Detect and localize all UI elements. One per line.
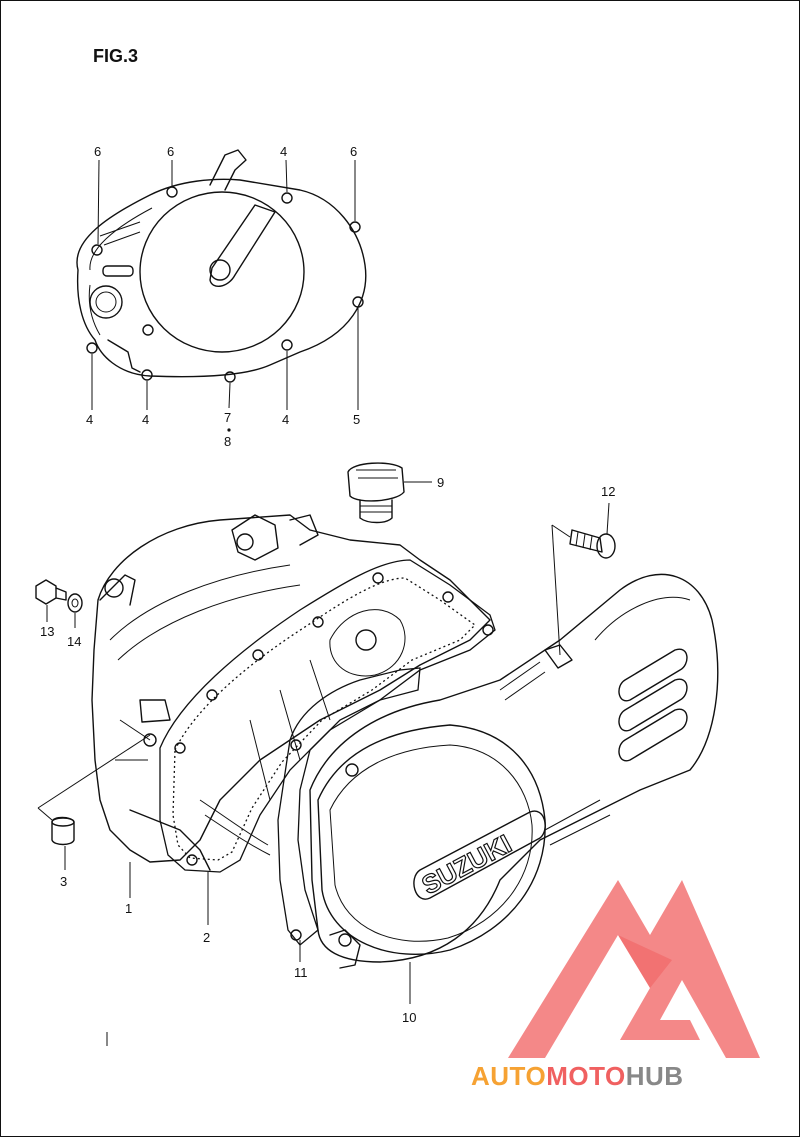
screw-guide-line <box>551 524 571 538</box>
automotohub-logo: AUTOMOTOHUB <box>471 880 760 1091</box>
callout-13: 13 <box>40 624 54 639</box>
svg-text:AUTOMOTOHUB: AUTOMOTOHUB <box>471 1061 684 1091</box>
callout-2: 2 <box>203 930 210 945</box>
callout-4: 4 <box>280 144 287 159</box>
leader-12 <box>606 502 610 535</box>
dowel-guide-line <box>37 734 151 809</box>
callout-11: 11 <box>294 965 308 980</box>
callout-6: 6 <box>167 144 174 159</box>
figure-title: FIG.3 <box>93 46 138 66</box>
callout-3: 3 <box>60 874 67 889</box>
gasket-part-11 <box>277 667 421 946</box>
dowel-guide-line <box>37 807 53 821</box>
callout-7: 7 <box>224 410 231 425</box>
crankcase-part-1 <box>91 514 491 871</box>
washer-part-14 <box>67 593 83 613</box>
dowel-pin-part-3 <box>51 816 75 846</box>
clutch-cover-top-view <box>76 149 367 383</box>
callout-9: 9 <box>437 475 444 490</box>
top-leader-lines <box>91 159 359 410</box>
callout-6: 6 <box>350 144 357 159</box>
screw-part-12 <box>569 529 616 559</box>
callout-5: 5 <box>353 412 360 427</box>
bolt-part-13 <box>35 579 67 605</box>
callout-1: 1 <box>125 901 132 916</box>
callout-8: 8 <box>224 434 231 449</box>
oil-filler-cap <box>347 462 405 524</box>
callout-4: 4 <box>86 412 93 427</box>
screw-guide-line <box>551 524 561 656</box>
callout-4: 4 <box>282 412 289 427</box>
callout-6: 6 <box>94 144 101 159</box>
separator-dot <box>227 428 231 432</box>
callout-10: 10 <box>402 1010 416 1025</box>
crankcase-cover-part-10 <box>309 573 719 969</box>
callout-14: 14 <box>67 634 81 649</box>
callout-12: 12 <box>601 484 615 499</box>
callout-4: 4 <box>142 412 149 427</box>
